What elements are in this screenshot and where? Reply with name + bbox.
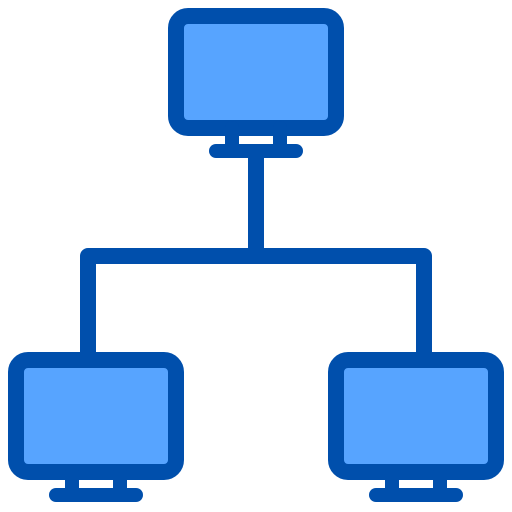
right-monitor-icon [328, 352, 504, 502]
left-monitor-icon [8, 352, 184, 502]
top-monitor-screen [168, 8, 344, 136]
right-monitor-screen [328, 352, 504, 480]
left-monitor-screen [8, 352, 184, 480]
connector-lines [80, 148, 432, 366]
branch-line [80, 248, 432, 366]
top-monitor-icon [168, 8, 344, 158]
